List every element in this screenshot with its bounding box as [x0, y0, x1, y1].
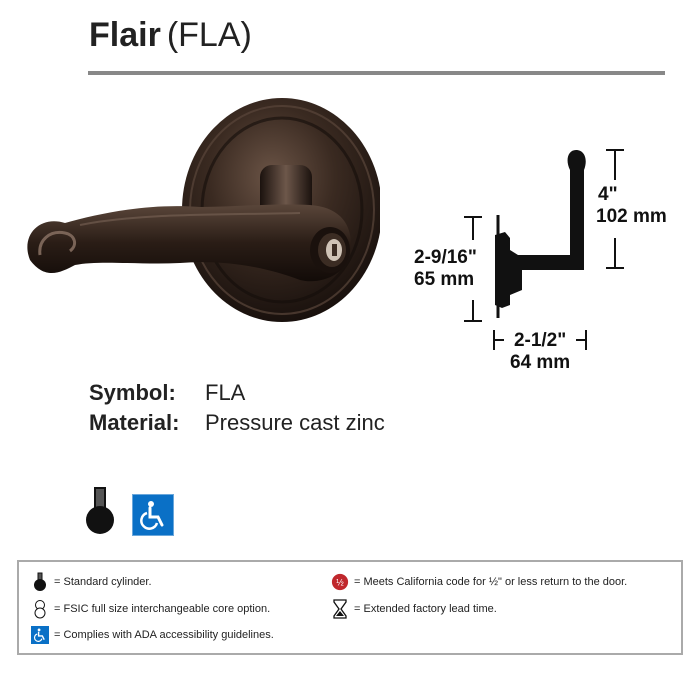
legend-text: = FSIC full size interchangeable core op… — [54, 603, 271, 615]
symbol-label: Symbol: — [89, 380, 176, 405]
svg-text:½: ½ — [336, 578, 344, 588]
legend-text: = Extended factory lead time. — [354, 603, 497, 615]
material-value: Pressure cast zinc — [205, 410, 385, 435]
material-row: Material: Pressure cast zinc — [89, 408, 385, 438]
legend-text: = Meets California code for ½" or less r… — [354, 576, 628, 588]
legend-text: = Standard cylinder. — [54, 576, 152, 588]
depth-mm: 64 mm — [510, 352, 571, 373]
symbol-row: Symbol: FLA — [89, 378, 385, 408]
symbol-value: FLA — [205, 380, 246, 405]
projection-mm: 102 mm — [596, 206, 667, 227]
height-inches: 2-9/16" — [414, 247, 477, 268]
california-half-icon: ½ — [331, 572, 349, 592]
lever-profile-diagram — [464, 149, 624, 350]
legend-california: ½ = Meets California code for ½" or less… — [331, 572, 627, 592]
height-mm: 65 mm — [414, 269, 475, 290]
cylinder-icon — [86, 487, 114, 534]
projection-dimension: 4" 102 mm — [596, 184, 667, 228]
product-name: Flair — [89, 16, 161, 54]
depth-inches: 2-1/2" — [513, 330, 567, 351]
legend-lead-time: = Extended factory lead time. — [331, 599, 497, 619]
legend-text: = Complies with ADA accessibility guidel… — [54, 629, 274, 641]
page-title: Flair(FLA) — [89, 16, 252, 55]
legend-ada: = Complies with ADA accessibility guidel… — [31, 626, 274, 644]
legend-standard-cylinder: = Standard cylinder. — [31, 572, 152, 592]
cylinder-icon — [31, 572, 49, 592]
depth-dimension: 2-1/2" 64 mm — [510, 330, 570, 374]
height-dimension: 2-9/16" 65 mm — [414, 247, 477, 291]
legend-fsic: = FSIC full size interchangeable core op… — [31, 599, 270, 619]
legend-box: = Standard cylinder. = FSIC full size in… — [17, 560, 683, 655]
product-code: (FLA) — [166, 16, 252, 54]
lever-lock-image — [27, 98, 380, 322]
hourglass-icon — [331, 599, 349, 619]
material-label: Material: — [89, 410, 180, 435]
specifications: Symbol: FLA Material: Pressure cast zinc — [89, 378, 385, 438]
feature-icons — [84, 486, 174, 536]
projection-inches: 4" — [598, 184, 618, 205]
wheelchair-icon — [132, 494, 174, 536]
wheelchair-icon — [31, 626, 49, 644]
title-divider — [88, 71, 665, 75]
fsic-core-icon — [31, 599, 49, 619]
